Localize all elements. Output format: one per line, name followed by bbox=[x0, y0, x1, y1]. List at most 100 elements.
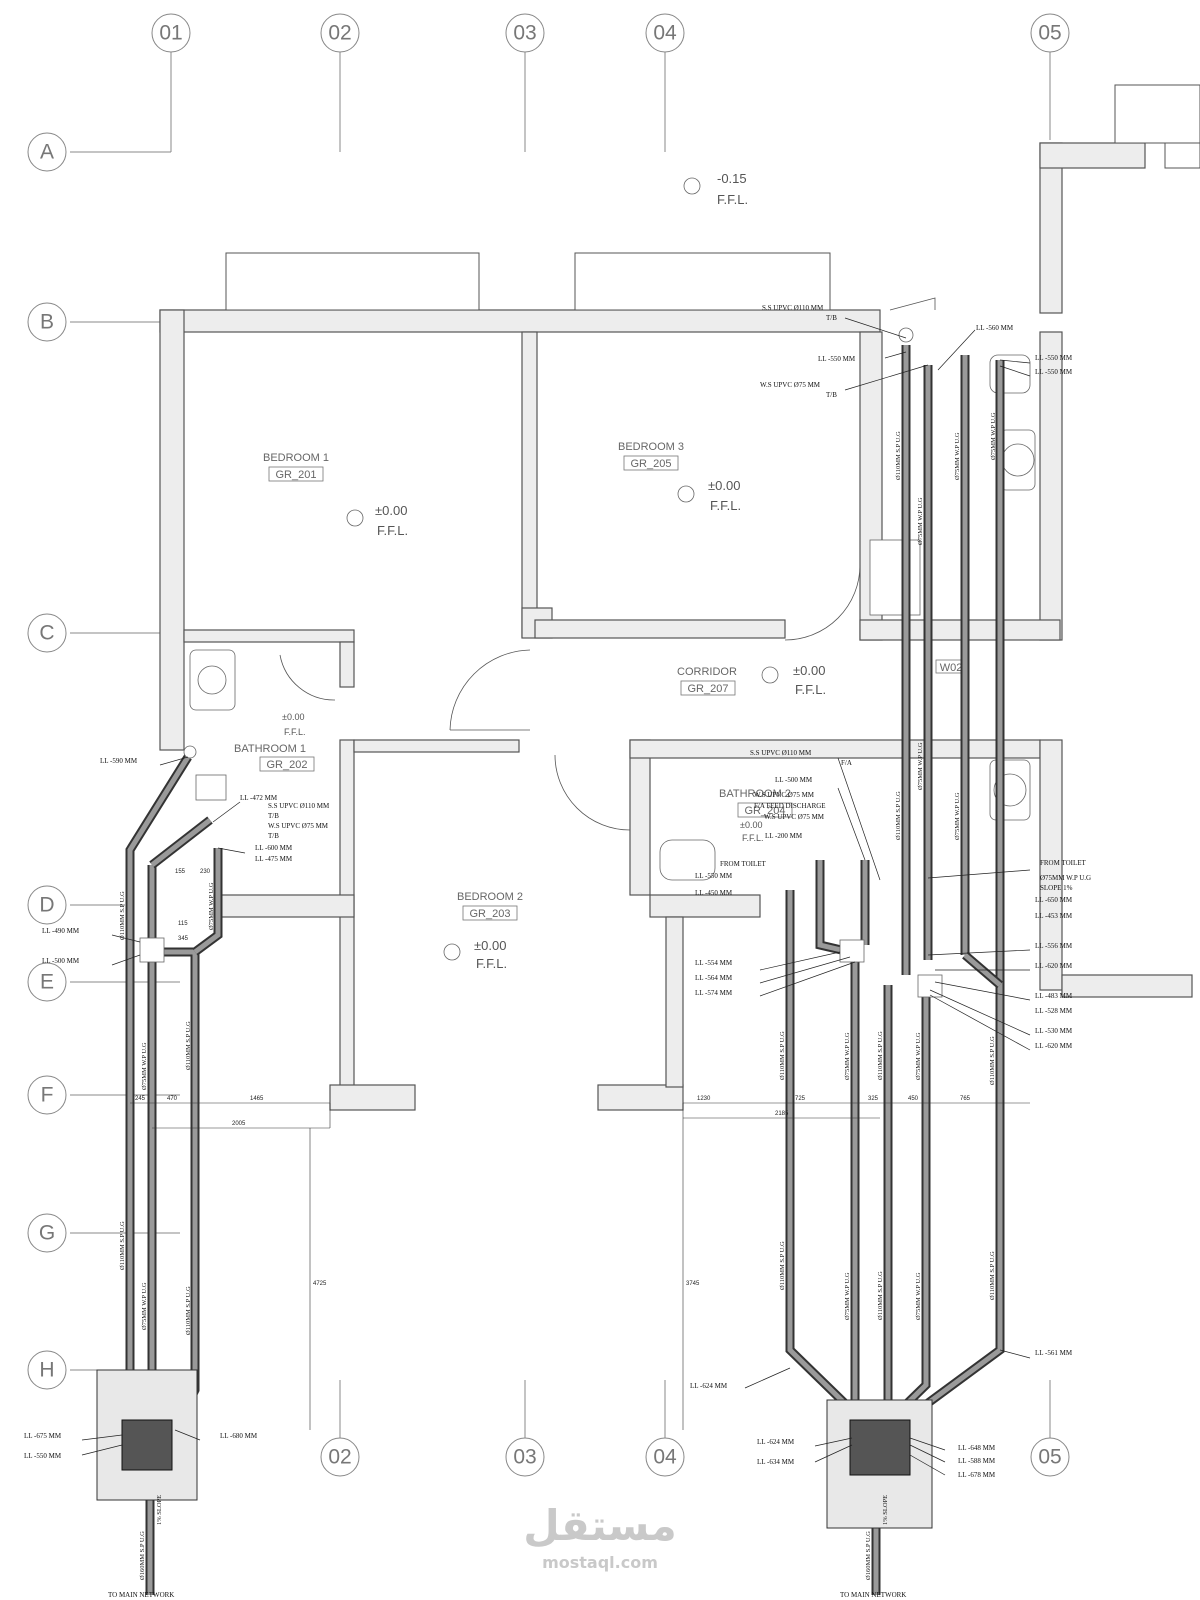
svg-text:LL -678 MM: LL -678 MM bbox=[958, 1471, 996, 1479]
svg-text:03: 03 bbox=[513, 1446, 536, 1469]
grid-bubble-c: C bbox=[27, 613, 67, 653]
svg-text:FROM TOILET: FROM TOILET bbox=[1040, 859, 1087, 867]
svg-text:155: 155 bbox=[175, 869, 186, 875]
svg-text:1465: 1465 bbox=[250, 1096, 264, 1102]
grid-bubble-03: 03 bbox=[505, 13, 545, 53]
room-bedroom-2: BEDROOM 2 GR_203 ±0.00 F.F.L. bbox=[443, 891, 523, 971]
svg-text:F.F.L.: F.F.L. bbox=[795, 682, 826, 697]
watermark-logo: مستقل mostaql.com bbox=[523, 1501, 677, 1572]
svg-text:LL -648 MM: LL -648 MM bbox=[958, 1444, 996, 1452]
room-corridor: CORRIDOR GR_207 ±0.00 F.F.L. bbox=[677, 663, 826, 697]
annotations-right: FROM TOILET Ø75MM W.P U.G SLOPE 1% LL -6… bbox=[1035, 859, 1091, 1357]
svg-text:T/B: T/B bbox=[826, 391, 837, 399]
svg-text:Ø75MM W.P U.G: Ø75MM W.P U.G bbox=[954, 432, 961, 480]
annotations-bottom: LL -624 MM LL -624 MM LL -634 MM LL -648… bbox=[690, 1382, 996, 1479]
svg-text:F: F bbox=[41, 1084, 54, 1107]
svg-text:Ø110MM S.P U.G: Ø110MM S.P U.G bbox=[895, 791, 902, 840]
svg-text:T/B: T/B bbox=[826, 314, 837, 322]
svg-text:05: 05 bbox=[1038, 22, 1061, 45]
svg-text:mostaql.com: mostaql.com bbox=[542, 1553, 658, 1572]
svg-text:Ø75MM W.P U.G: Ø75MM W.P U.G bbox=[954, 792, 961, 840]
svg-text:A: A bbox=[40, 141, 54, 164]
svg-text:W.S UPVC Ø75 MM: W.S UPVC Ø75 MM bbox=[764, 813, 825, 821]
room-bedroom-3: BEDROOM 3 GR_205 ±0.00 F.F.L. bbox=[618, 441, 741, 513]
svg-text:04: 04 bbox=[653, 22, 677, 45]
svg-text:Ø110MM S.P U.G: Ø110MM S.P U.G bbox=[185, 1286, 192, 1335]
grid-bubble-04-bottom: 04 bbox=[645, 1437, 685, 1477]
svg-text:مستقل: مستقل bbox=[523, 1501, 677, 1550]
svg-text:LL -675 MM: LL -675 MM bbox=[24, 1432, 62, 1440]
svg-text:W.S UPVC Ø75 MM: W.S UPVC Ø75 MM bbox=[268, 822, 329, 830]
svg-text:Ø110MM S.P U.G: Ø110MM S.P U.G bbox=[895, 431, 902, 480]
svg-text:BATHROOM 2: BATHROOM 2 bbox=[719, 788, 791, 800]
svg-text:4725: 4725 bbox=[313, 1281, 327, 1287]
svg-text:LL -450 MM: LL -450 MM bbox=[695, 889, 733, 897]
svg-text:1230: 1230 bbox=[697, 1096, 711, 1102]
svg-text:LL -500 MM: LL -500 MM bbox=[42, 957, 80, 965]
svg-text:±0.00: ±0.00 bbox=[793, 663, 825, 678]
svg-text:1% SLOPE: 1% SLOPE bbox=[156, 1495, 163, 1525]
svg-text:BEDROOM 3: BEDROOM 3 bbox=[618, 441, 684, 453]
svg-text:H: H bbox=[39, 1359, 54, 1382]
svg-text:TO MAIN NETWORK: TO MAIN NETWORK bbox=[108, 1591, 174, 1599]
windows bbox=[225, 84, 1200, 311]
room-bathroom-1: BATHROOM 1 GR_202 ±0.00 F.F.L. bbox=[234, 712, 315, 772]
svg-text:Ø110MM S.P U.G: Ø110MM S.P U.G bbox=[989, 1036, 996, 1085]
svg-text:LL -600 MM: LL -600 MM bbox=[255, 844, 293, 852]
svg-text:-0.15: -0.15 bbox=[717, 171, 747, 186]
svg-text:BEDROOM 1: BEDROOM 1 bbox=[263, 452, 329, 464]
svg-text:3745: 3745 bbox=[686, 1281, 700, 1287]
svg-text:F.F.L.: F.F.L. bbox=[377, 523, 408, 538]
svg-text:F.F.L.: F.F.L. bbox=[710, 498, 741, 513]
svg-text:LL -472 MM: LL -472 MM bbox=[240, 794, 278, 802]
grid-bubble-g: G bbox=[27, 1213, 67, 1253]
svg-text:FROM TOILET: FROM TOILET bbox=[720, 860, 767, 868]
svg-text:LL -590 MM: LL -590 MM bbox=[100, 757, 138, 765]
svg-text:BEDROOM 2: BEDROOM 2 bbox=[457, 891, 523, 903]
svg-text:470: 470 bbox=[167, 1096, 178, 1102]
svg-text:230: 230 bbox=[200, 869, 211, 875]
svg-text:D: D bbox=[39, 894, 54, 917]
svg-text:Ø75MM W.P U.G: Ø75MM W.P U.G bbox=[915, 1272, 922, 1320]
svg-text:LL -624 MM: LL -624 MM bbox=[757, 1438, 795, 1446]
svg-text:LL -564 MM: LL -564 MM bbox=[695, 974, 733, 982]
svg-text:Ø75MM W.P U.G: Ø75MM W.P U.G bbox=[141, 1282, 148, 1330]
svg-text:C: C bbox=[39, 622, 54, 645]
svg-text:Ø160MM S.P U.G: Ø160MM S.P U.G bbox=[865, 1531, 872, 1580]
svg-text:±0.00: ±0.00 bbox=[740, 820, 762, 830]
svg-text:G: G bbox=[39, 1222, 55, 1245]
svg-text:F/A FEED DISCHARGE: F/A FEED DISCHARGE bbox=[754, 802, 826, 810]
outside-level-marker: -0.15 F.F.L. bbox=[683, 171, 748, 207]
svg-text:GR_201: GR_201 bbox=[276, 469, 317, 481]
svg-text:W02: W02 bbox=[940, 662, 963, 674]
svg-text:Ø75MM W.P U.G: Ø75MM W.P U.G bbox=[208, 882, 215, 930]
svg-text:LL -624 MM: LL -624 MM bbox=[690, 1382, 728, 1390]
svg-text:B: B bbox=[40, 311, 54, 334]
svg-text:Ø110MM S.P U.G: Ø110MM S.P U.G bbox=[877, 1031, 884, 1080]
svg-text:Ø75MM W.P U.G: Ø75MM W.P U.G bbox=[844, 1032, 851, 1080]
svg-text:GR_205: GR_205 bbox=[631, 458, 672, 470]
svg-text:Ø110MM S.P U.G: Ø110MM S.P U.G bbox=[119, 891, 126, 940]
grid-bubble-02-bottom: 02 bbox=[320, 1437, 360, 1477]
svg-text:±0.00: ±0.00 bbox=[708, 478, 740, 493]
svg-text:F/A: F/A bbox=[841, 759, 852, 767]
svg-text:LL -620 MM: LL -620 MM bbox=[1035, 962, 1073, 970]
svg-text:2005: 2005 bbox=[232, 1121, 246, 1127]
dimension-lines bbox=[130, 1102, 1030, 1430]
svg-text:LL -490 MM: LL -490 MM bbox=[42, 927, 80, 935]
svg-text:325: 325 bbox=[868, 1096, 879, 1102]
svg-text:LL -475 MM: LL -475 MM bbox=[255, 855, 293, 863]
grid-bubble-04: 04 bbox=[645, 13, 685, 53]
leader-lines bbox=[81, 317, 1031, 1476]
svg-text:S.S UPVC Ø110 MM: S.S UPVC Ø110 MM bbox=[268, 802, 330, 810]
annotations-top-right: S.S UPVC Ø110 MM T/B LL -550 MM W.S UPVC… bbox=[760, 304, 1073, 399]
room-bathroom-2: BATHROOM 2 GR_204 ±0.00 F.F.L. bbox=[719, 788, 793, 843]
svg-text:±0.00: ±0.00 bbox=[282, 712, 304, 722]
svg-text:LL -550 MM: LL -550 MM bbox=[1035, 354, 1073, 362]
svg-text:Ø75MM W.P U.G: Ø75MM W.P U.G bbox=[1040, 874, 1091, 882]
svg-text:LL -550 MM: LL -550 MM bbox=[818, 355, 856, 363]
svg-text:05: 05 bbox=[1038, 1446, 1061, 1469]
svg-text:LL -550 MM: LL -550 MM bbox=[24, 1452, 62, 1460]
grid-bubble-f: F bbox=[27, 1075, 67, 1115]
